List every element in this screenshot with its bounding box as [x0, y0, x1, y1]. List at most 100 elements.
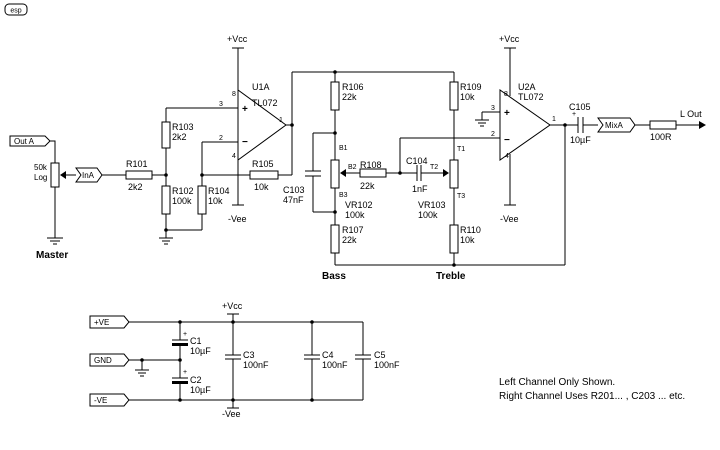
c4-value: 100nF — [322, 360, 348, 370]
u2a-vee-label: -Vee — [500, 214, 519, 224]
svg-text:T1: T1 — [457, 146, 465, 153]
u2a-minus-sign: − — [504, 135, 510, 146]
u2a-vcc-label: +Vcc — [499, 34, 520, 44]
out-a-label: Out A — [14, 137, 35, 146]
svg-text:2: 2 — [491, 131, 495, 138]
c5-label: C5 — [374, 350, 386, 360]
c4-label: C4 — [322, 350, 334, 360]
c105-value: 10µF — [570, 135, 591, 145]
r104-label: R104 — [208, 186, 230, 196]
svg-text:B2: B2 — [348, 164, 357, 171]
mix-a-tag — [597, 117, 636, 133]
bass-label: Bass — [322, 271, 346, 282]
master-wiper-arrow — [60, 171, 66, 179]
in-a-tag — [75, 167, 103, 183]
svg-text:B3: B3 — [339, 192, 348, 199]
r109-label: R109 — [460, 82, 482, 92]
r104-value: 10k — [208, 196, 223, 206]
power-supply: +VE GND -VE +Vcc -Vee + C1 10µF — [89, 301, 400, 419]
mix-a-label: MixA — [605, 121, 623, 130]
r101-label: R101 — [126, 159, 148, 169]
vr102-pot — [330, 159, 340, 189]
r110-label: R110 — [460, 225, 481, 235]
treble-label: Treble — [436, 271, 466, 282]
pot-value-label: 50k — [34, 163, 48, 172]
r102-label: R102 — [172, 186, 194, 196]
u1a-minus-sign: − — [242, 137, 248, 148]
r106-value: 22k — [342, 92, 357, 102]
r109-resistor — [449, 81, 459, 111]
u2a-opamp — [499, 89, 551, 161]
r103-value: 2k2 — [172, 132, 187, 142]
vr102-value: 100k — [345, 210, 365, 220]
c105-label: C105 — [569, 102, 591, 112]
u1a-opamp — [237, 89, 287, 161]
c104-label: C104 — [406, 156, 428, 166]
svg-text:T2: T2 — [430, 164, 438, 171]
c104-value: 1nF — [412, 184, 428, 194]
u1a-plus-sign: + — [242, 104, 248, 115]
svg-text:1: 1 — [279, 117, 283, 124]
c1-plate-bottom — [172, 343, 188, 346]
u2a-label: U2A — [518, 82, 536, 92]
note-line-2: Right Channel Uses R201... , C203 ... et… — [499, 391, 685, 402]
r107-label: R107 — [342, 225, 364, 235]
svg-text:+: + — [572, 111, 576, 118]
r106-label: R106 — [342, 82, 364, 92]
r106-resistor — [330, 81, 340, 111]
c103-value: 47nF — [283, 195, 304, 205]
r102-resistor — [161, 185, 171, 215]
c5-value: 100nF — [374, 360, 400, 370]
u1a-label: U1A — [252, 82, 270, 92]
pos-ve-label: +VE — [94, 318, 109, 327]
u1a-vee-label: -Vee — [228, 214, 247, 224]
svg-text:4: 4 — [505, 153, 509, 160]
esp-logo-text: esp — [10, 8, 21, 15]
svg-text:2: 2 — [219, 135, 223, 142]
u1a-vcc-label: +Vcc — [227, 34, 248, 44]
l-out-label: L Out — [680, 109, 702, 119]
r108-label: R108 — [360, 160, 382, 170]
l-out-arrow — [699, 121, 706, 129]
vr103-pot — [449, 159, 459, 189]
r108-resistor — [359, 168, 387, 178]
u2a-part: TL072 — [518, 92, 544, 102]
r107-value: 22k — [342, 235, 357, 245]
u2a-plus-sign: + — [504, 108, 510, 119]
r105-value: 10k — [254, 182, 269, 192]
gnd-label: GND — [94, 356, 112, 365]
note-line-1: Left Channel Only Shown. — [499, 377, 615, 388]
ps-vcc-label: +Vcc — [222, 301, 243, 311]
c1-value: 10µF — [190, 346, 211, 356]
ps-vee-label: -Vee — [222, 409, 241, 419]
c103-label: C103 — [283, 185, 305, 195]
r100-resistor — [649, 120, 677, 130]
r109-value: 10k — [460, 92, 475, 102]
input-section: Out A 50k Log Master InA R101 2k2 — [9, 135, 168, 261]
tone-stack: R106 22k B1 C103 47nF B3 VR102 100k B2 R… — [283, 70, 565, 282]
r103-label: R103 — [172, 122, 194, 132]
c2-plate-bottom — [172, 381, 188, 384]
c3-label: C3 — [243, 350, 255, 360]
r110-value: 10k — [460, 235, 475, 245]
vr102-wiper-arrow — [340, 169, 346, 177]
gnd-tag — [89, 353, 130, 367]
svg-text:3: 3 — [219, 101, 223, 108]
c2-value: 10µF — [190, 385, 211, 395]
svg-text:T3: T3 — [457, 193, 465, 200]
c1-label: C1 — [190, 336, 202, 346]
r102-value: 100k — [172, 196, 192, 206]
svg-text:B1: B1 — [339, 145, 348, 152]
vr102-label: VR102 — [345, 200, 373, 210]
r105-label: R105 — [252, 159, 274, 169]
in-a-label: InA — [82, 171, 95, 180]
svg-text:3: 3 — [491, 105, 495, 112]
vr103-wiper-arrow — [443, 169, 449, 177]
u1a-part: TL072 — [252, 98, 278, 108]
u2a-stage: 3 2 + − U2A TL072 +Vcc 8 -Vee 4 1 + C105… — [475, 34, 706, 265]
u1a-stage: R103 2k2 R102 100k 3 R104 10k 2 R105 10k — [159, 34, 294, 245]
esp-logo: esp — [4, 3, 28, 16]
svg-text:4: 4 — [232, 153, 236, 160]
